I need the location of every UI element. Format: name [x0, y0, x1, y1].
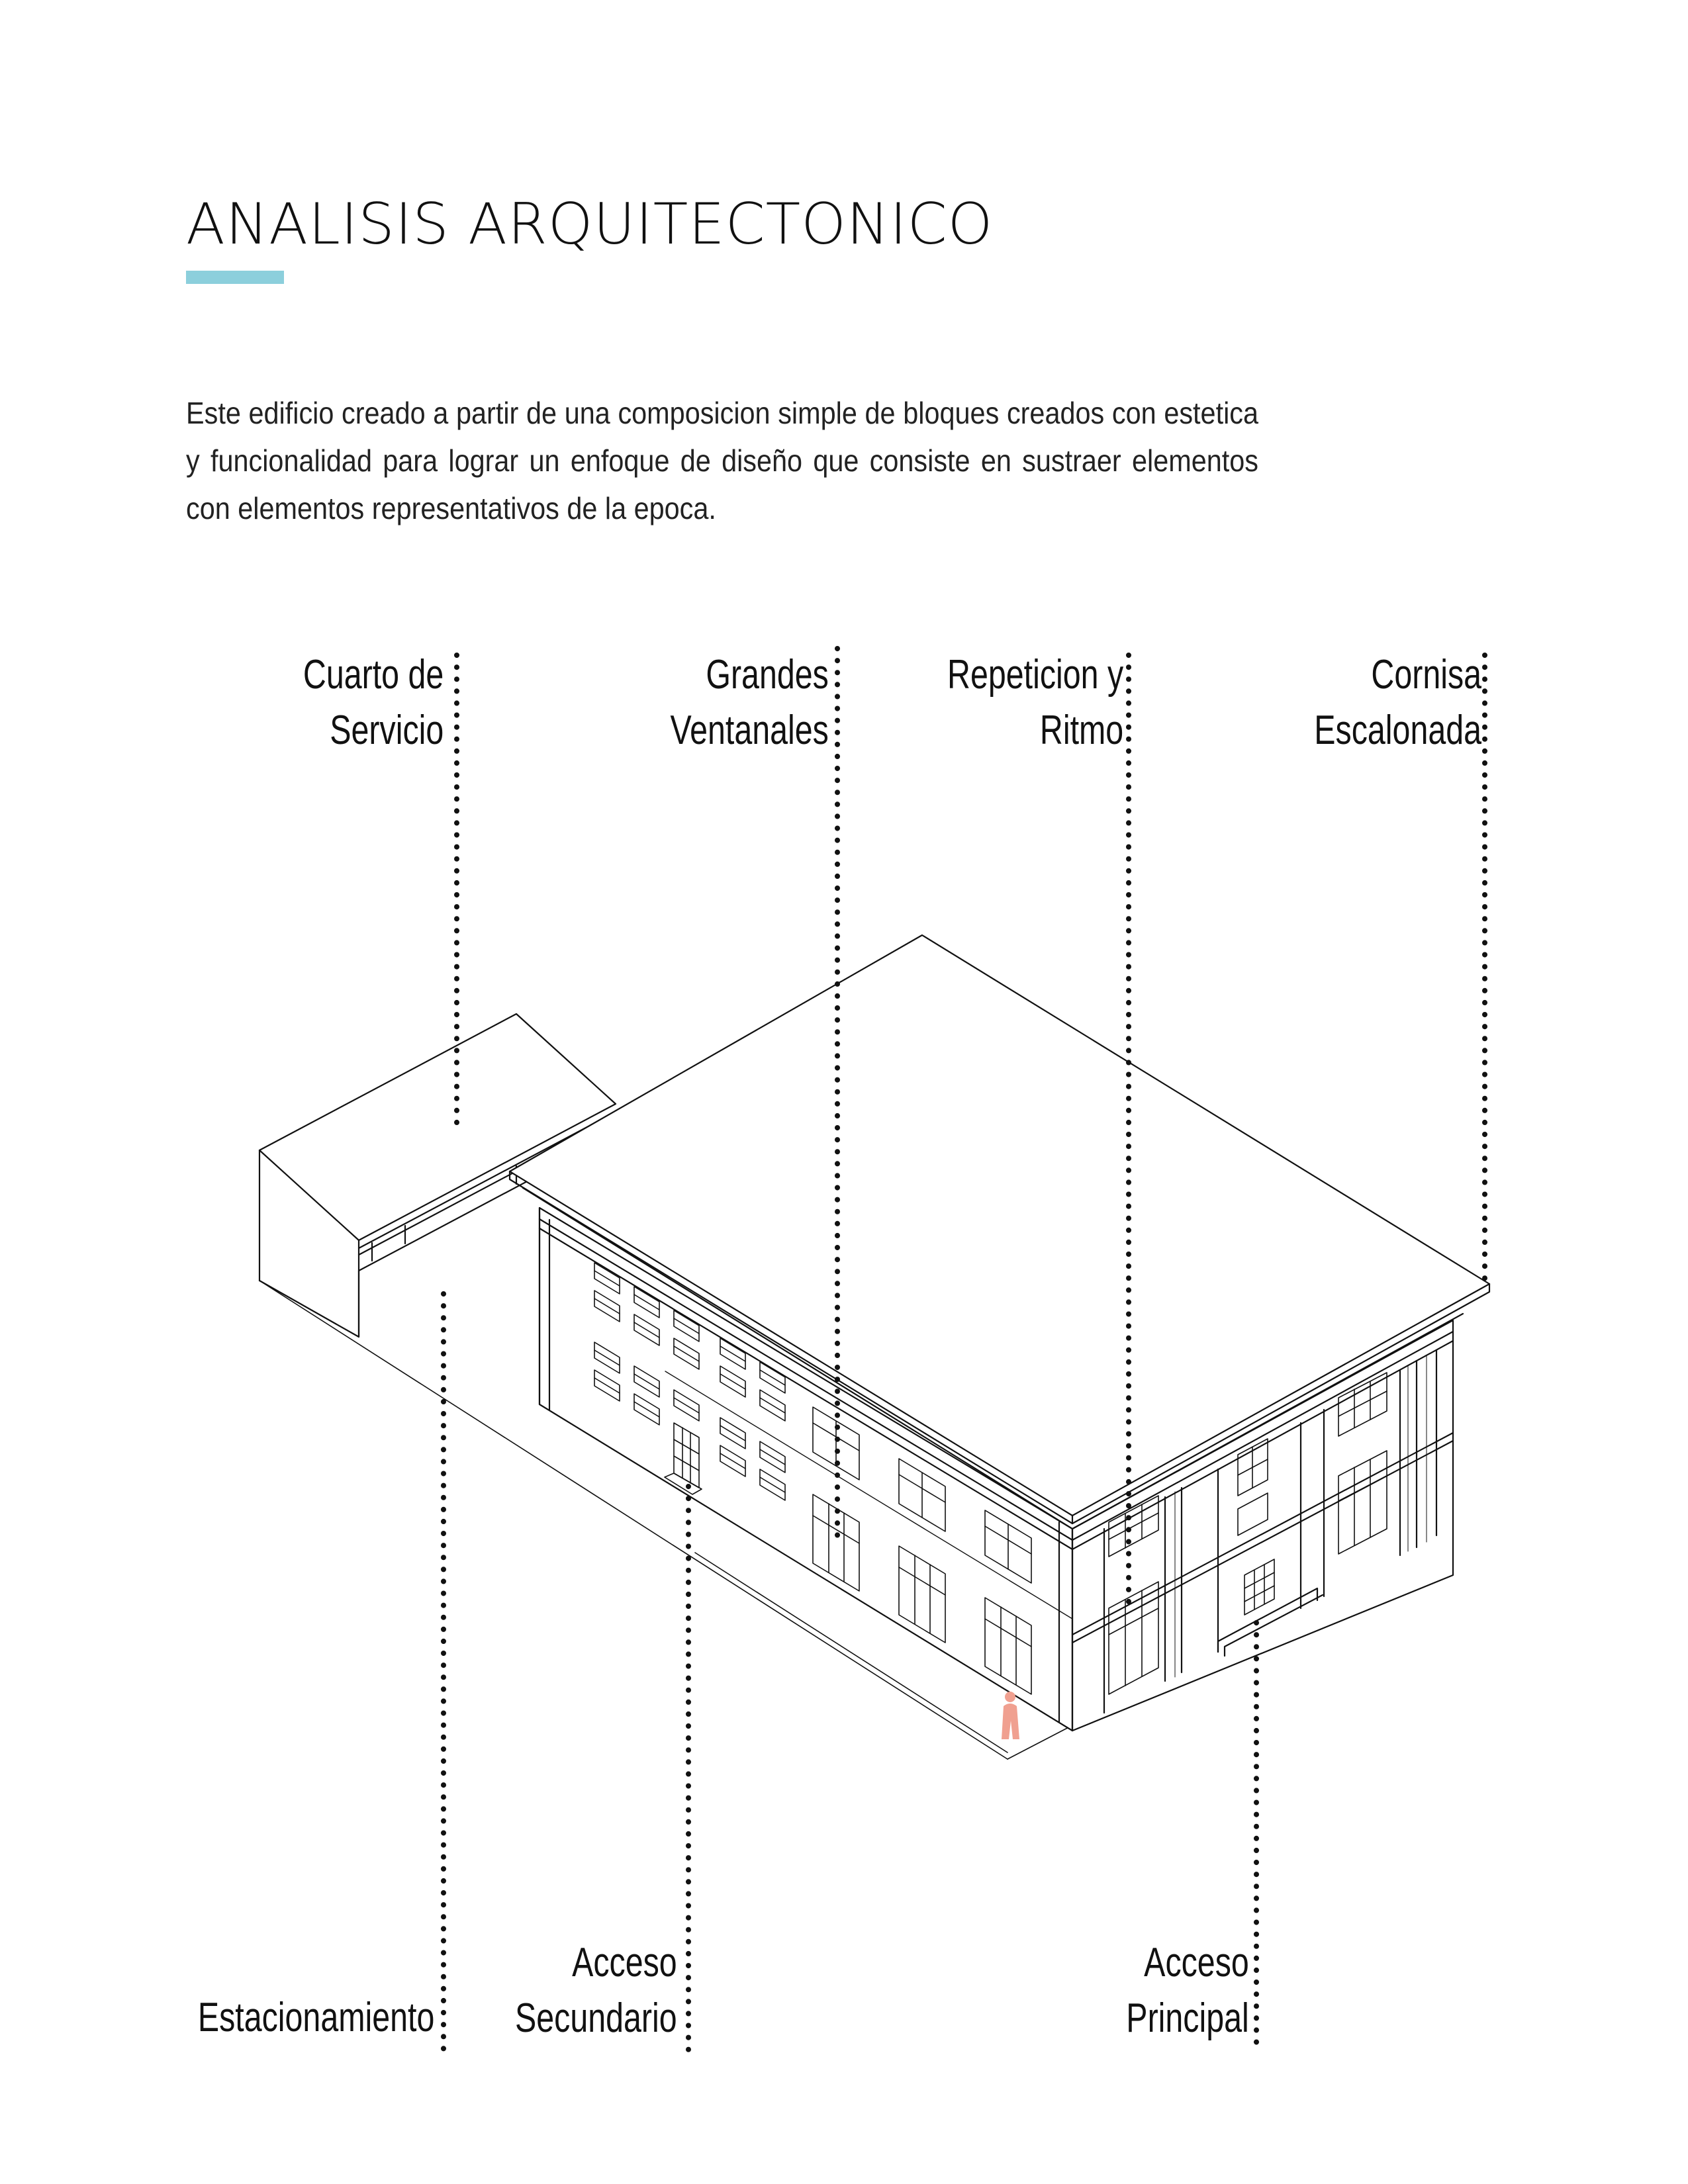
label-estacionamiento: Estacionamiento: [197, 1995, 434, 2040]
front-windows: [1108, 1372, 1387, 1695]
page-title: ANALISIS ARQUITECTONICO: [186, 191, 994, 257]
callout-leader-lines: [441, 646, 1487, 2054]
main-entrance-door: [1244, 1559, 1275, 1615]
person-figure: [1002, 1692, 1019, 1739]
secondary-door: [664, 1422, 702, 1495]
side-small-windows: [594, 1262, 786, 1501]
main-building-front-facade: [1058, 1319, 1454, 1732]
main-building-roof: [508, 934, 1491, 1530]
intro-paragraph: Este edificio creado a partir de una com…: [186, 396, 1258, 525]
title-accent-bar: [186, 271, 284, 284]
main-building-side-facade: [538, 1206, 1074, 1732]
